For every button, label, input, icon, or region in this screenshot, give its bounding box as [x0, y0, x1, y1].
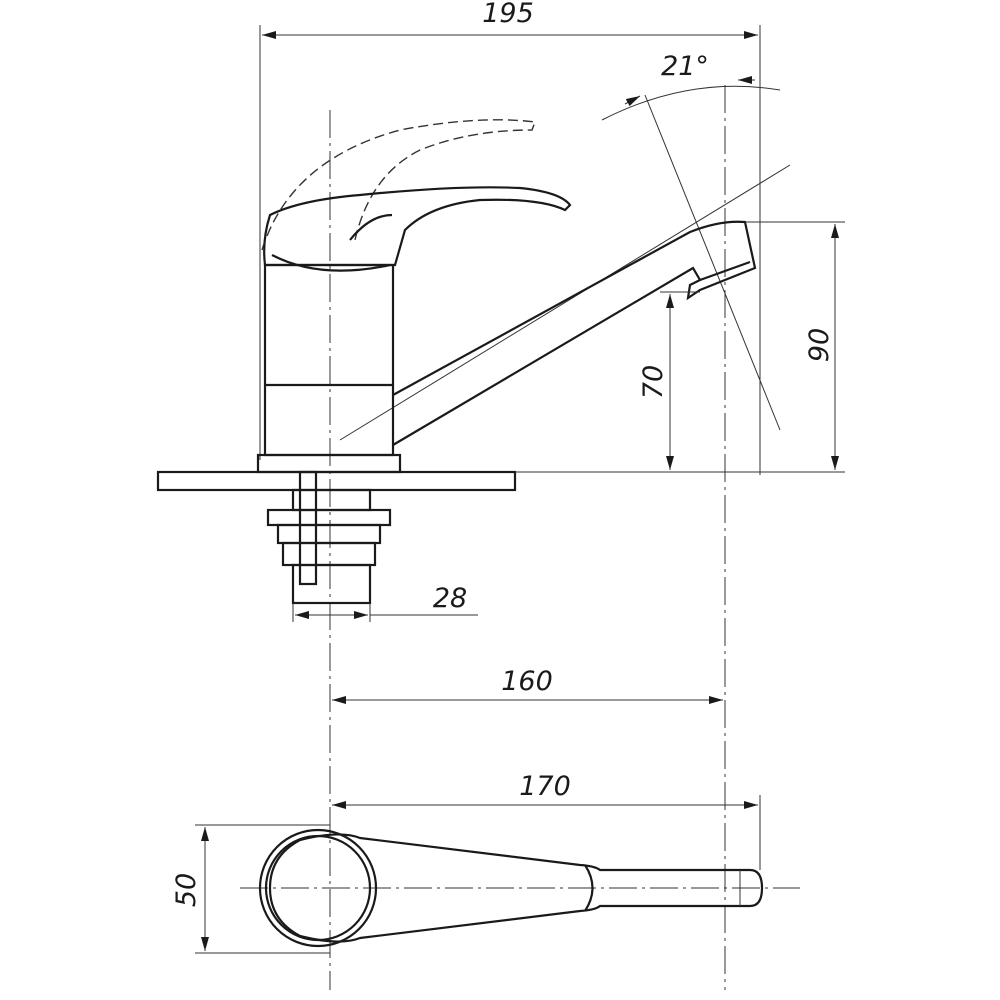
- dimension-195: 195: [259, 0, 761, 475]
- dimension-label: 21°: [661, 51, 709, 82]
- dimension-90: 90: [515, 221, 845, 473]
- dimension-170: 170: [332, 771, 761, 870]
- dimension-angle: 21°: [339, 51, 791, 441]
- dimension-label: 70: [638, 365, 669, 399]
- nut: [266, 508, 392, 527]
- dimension-label: 170: [519, 771, 571, 802]
- dimension-label: 90: [804, 328, 835, 362]
- dimension-label: 28: [433, 583, 467, 614]
- faucet-top-view: [258, 828, 764, 948]
- spout: [392, 220, 757, 446]
- lever-handle[interactable]: [263, 186, 572, 267]
- shank: [291, 563, 372, 605]
- dimension-28: 28: [292, 583, 478, 622]
- faucet-side-view: [156, 186, 757, 605]
- mounting-plate: [156, 470, 517, 492]
- dimension-160: 160: [332, 666, 723, 704]
- faucet-body: [263, 263, 395, 457]
- dimension-label: 160: [501, 666, 553, 697]
- dimension-50: 50: [171, 824, 330, 954]
- dimension-70: 70: [638, 291, 700, 470]
- dimension-label: 195: [482, 0, 534, 29]
- dimension-label: 50: [171, 873, 202, 907]
- lever-top: [268, 833, 764, 943]
- lever-raised-position: [261, 119, 536, 251]
